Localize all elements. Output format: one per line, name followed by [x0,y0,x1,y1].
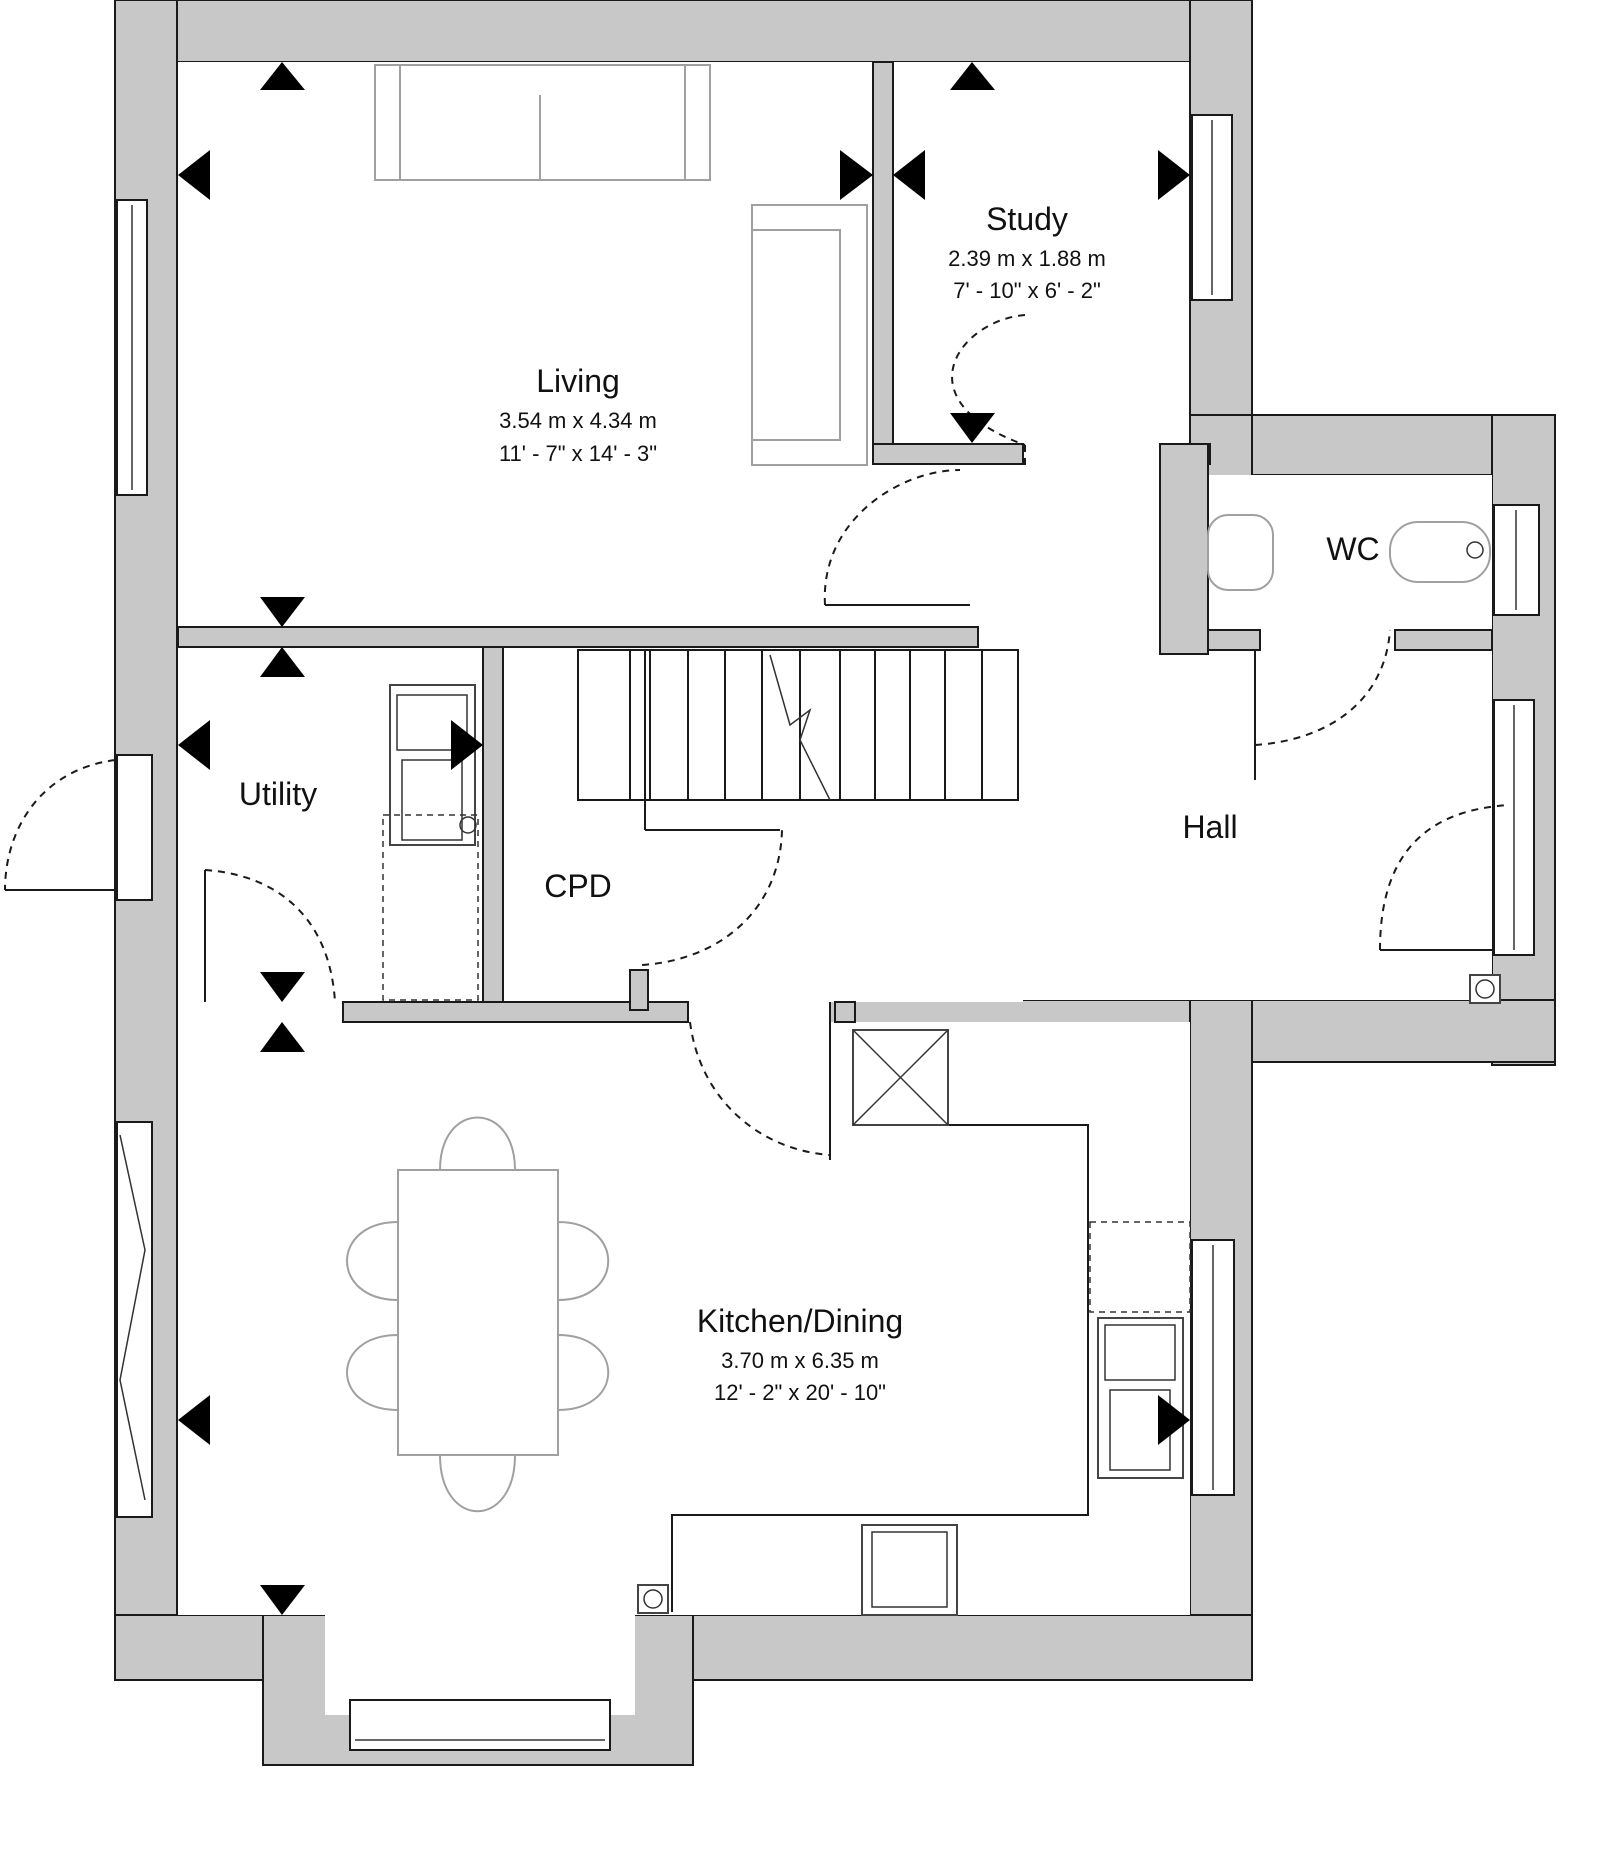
door-study [951,314,1026,446]
meter-hall [1469,974,1501,1004]
door-kitchen [689,1021,831,1156]
room-name-study: Study [986,201,1068,237]
room-imperial-study: 7' - 10" x 6' - 2" [953,278,1101,303]
room-metric-kitchen: 3.70 m x 6.35 m [721,1348,879,1373]
room-labels: Living 3.54 m x 4.34 m 11' - 7" x 14' - … [239,201,1380,1405]
room-imperial-kitchen: 12' - 2" x 20' - 10" [714,1380,886,1405]
meter-kitchen [637,1584,669,1614]
room-name-living: Living [536,363,620,399]
oven [861,1524,958,1616]
door-living [823,469,961,606]
door-utility-external [4,759,116,891]
dining-chair [557,1220,610,1302]
door-utility [204,869,336,1003]
kitchen-worktop [671,1124,1089,1612]
window-kitchen-west [116,1121,153,1518]
dining-table [397,1169,559,1456]
sink-kitchen [1097,1317,1184,1479]
door-cpd [641,829,783,966]
room-metric-study: 2.39 m x 1.88 m [948,246,1106,271]
dining-chair [438,1454,517,1512]
interior-walls [177,61,1493,1023]
room-name-kitchen: Kitchen/Dining [697,1303,903,1339]
room-metric-living: 3.54 m x 4.34 m [499,408,657,433]
dining-chair [346,1220,399,1302]
doors [4,314,1511,1160]
sink-utility [389,684,476,846]
dining-chair [346,1333,399,1412]
furniture [346,64,1501,1616]
window-utility-west [116,754,153,901]
room-name-wc: WC [1326,531,1379,567]
basin-wc [1207,514,1274,591]
window-bay-south [349,1699,611,1751]
appliance-space [1089,1221,1191,1313]
door-wc [1254,629,1391,746]
windows [116,114,1540,1751]
dining-chair [438,1116,517,1171]
staircase [577,649,1019,831]
room-name-utility: Utility [239,776,317,812]
toilet-wc [1389,521,1491,583]
door-front [1379,804,1511,951]
room-name-hall: Hall [1182,809,1237,845]
room-name-cpd: CPD [544,868,612,904]
room-imperial-living: 11' - 7" x 14' - 3" [499,441,657,466]
socket-markers [178,62,1190,1615]
dining-chair [557,1333,610,1412]
